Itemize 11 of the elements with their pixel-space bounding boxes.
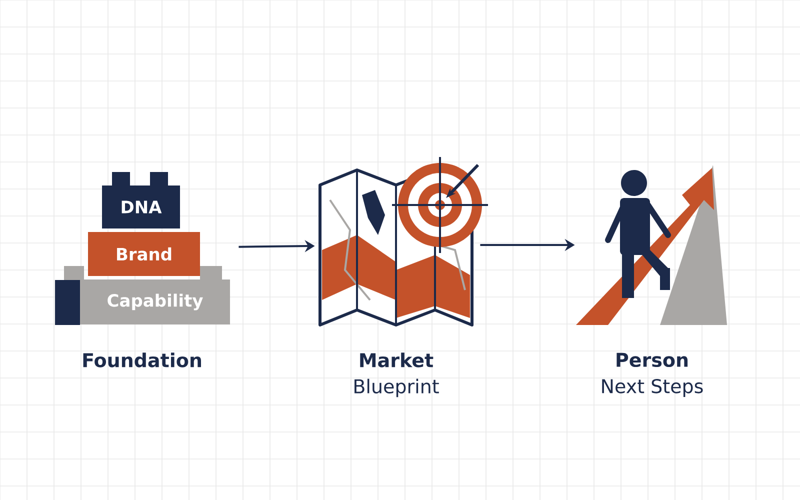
- climbing-person-drawing: [576, 165, 727, 325]
- block-box: DNA: [102, 186, 180, 228]
- stage-label: Person: [616, 352, 688, 368]
- stage-label: Next Steps: [602, 378, 703, 398]
- stage-label: Market: [360, 352, 434, 368]
- block-box: Brand: [88, 232, 200, 276]
- block-box: Capability: [80, 280, 230, 324]
- map-target-drawing: [318, 156, 489, 326]
- stage-label: Blueprint: [354, 378, 439, 398]
- blocks-drawing: [55, 172, 222, 325]
- stage-label: Foundation: [83, 352, 201, 368]
